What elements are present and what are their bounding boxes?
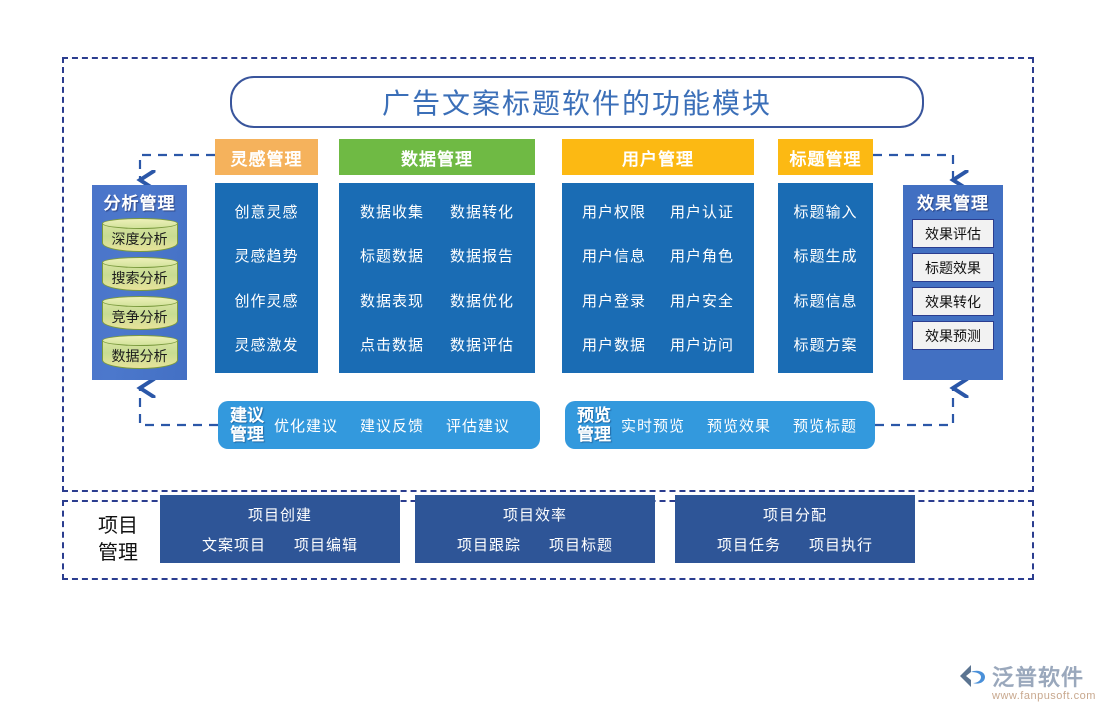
advice-item[interactable]: 建议反馈 bbox=[360, 417, 425, 435]
panel-item[interactable]: 用户数据 bbox=[581, 337, 646, 355]
analysis-item-label: 数据分析 bbox=[111, 348, 168, 364]
analysis-title: 分析管理 bbox=[103, 194, 176, 213]
cylinder-top bbox=[101, 335, 178, 346]
page-title: 广告文案标题软件的功能模块 bbox=[381, 87, 772, 120]
project-sub-item[interactable]: 项目执行 bbox=[809, 536, 874, 554]
panel-item[interactable]: 创意灵感 bbox=[234, 203, 299, 221]
project-card-subs: 文案项目 项目编辑 bbox=[188, 534, 372, 555]
panel-item[interactable]: 用户安全 bbox=[669, 292, 734, 310]
preview-item[interactable]: 预览标题 bbox=[793, 417, 858, 435]
project-sub-item[interactable]: 文案项目 bbox=[201, 536, 266, 554]
panel-item[interactable]: 数据表现 bbox=[359, 292, 424, 310]
category-header-data[interactable]: 数据管理 bbox=[339, 139, 535, 175]
cylinder-top bbox=[101, 218, 178, 229]
panel-item[interactable]: 数据报告 bbox=[449, 248, 514, 266]
cylinder-icon[interactable]: 搜索分析 bbox=[101, 257, 178, 293]
panel-item[interactable]: 数据转化 bbox=[449, 203, 514, 221]
panel-item[interactable]: 用户认证 bbox=[669, 203, 734, 221]
panel-item[interactable]: 用户访问 bbox=[669, 337, 734, 355]
preview-items: 实时预览 预览效果 预览标题 bbox=[621, 415, 879, 436]
panel-item[interactable]: 灵感激发 bbox=[234, 337, 299, 355]
cylinder-body bbox=[101, 340, 178, 369]
project-card-efficiency[interactable]: 项目效率 项目跟踪 项目标题 bbox=[415, 495, 655, 563]
panel-item[interactable]: 数据评估 bbox=[449, 337, 514, 355]
watermark-name: 泛普软件 bbox=[992, 666, 1085, 691]
panel-item[interactable]: 灵感趋势 bbox=[234, 248, 299, 266]
panel-item[interactable]: 标题数据 bbox=[359, 248, 424, 266]
effect-module: 效果管理 效果评估 标题效果 效果转化 效果预测 bbox=[903, 185, 1003, 380]
project-card-subs: 项目跟踪 项目标题 bbox=[443, 534, 627, 555]
category-header-label: 灵感管理 bbox=[230, 149, 303, 169]
advice-title: 建议 管理 bbox=[230, 406, 264, 444]
panel-item[interactable]: 创作灵感 bbox=[234, 292, 299, 310]
preview-item[interactable]: 预览效果 bbox=[707, 417, 772, 435]
project-card-head: 项目分配 bbox=[762, 506, 827, 524]
panel-inspiration: 创意灵感 灵感趋势 创作灵感 灵感激发 bbox=[215, 183, 318, 373]
cylinder-icon[interactable]: 竞争分析 bbox=[101, 296, 178, 332]
panel-item[interactable]: 数据收集 bbox=[359, 203, 424, 221]
analysis-item-label: 竞争分析 bbox=[111, 309, 168, 325]
project-card-head: 项目创建 bbox=[247, 506, 312, 524]
preview-title: 预览 管理 bbox=[577, 406, 611, 444]
watermark-url: www.fanpusoft.com bbox=[992, 690, 1096, 702]
project-card-head: 项目效率 bbox=[502, 506, 567, 524]
cylinder-top bbox=[101, 257, 178, 268]
category-header-label: 数据管理 bbox=[401, 149, 473, 169]
project-sub-item[interactable]: 项目标题 bbox=[549, 536, 614, 554]
watermark-row: 泛普软件 bbox=[958, 660, 1084, 692]
panel-item[interactable]: 标题输入 bbox=[793, 203, 858, 221]
preview-title-line1: 预览 bbox=[577, 406, 611, 425]
panel-heading: 标题输入 标题生成 标题信息 标题方案 bbox=[778, 183, 873, 373]
project-sub-item[interactable]: 项目编辑 bbox=[294, 536, 359, 554]
panel-item[interactable]: 用户信息 bbox=[581, 248, 646, 266]
advice-items: 优化建议 建议反馈 评估建议 bbox=[274, 415, 532, 436]
advice-title-line2: 管理 bbox=[230, 425, 264, 444]
effect-item[interactable]: 效果预测 bbox=[912, 321, 994, 350]
category-header-user[interactable]: 用户管理 bbox=[562, 139, 754, 175]
category-header-heading[interactable]: 标题管理 bbox=[778, 139, 873, 175]
panel-item[interactable]: 标题生成 bbox=[793, 248, 858, 266]
advice-item[interactable]: 优化建议 bbox=[274, 417, 339, 435]
category-header-inspiration[interactable]: 灵感管理 bbox=[215, 139, 318, 175]
cylinder-icon[interactable]: 数据分析 bbox=[101, 335, 178, 371]
cylinder-top bbox=[101, 296, 178, 307]
project-sub-item[interactable]: 项目跟踪 bbox=[456, 536, 521, 554]
preview-title-line2: 管理 bbox=[577, 425, 611, 444]
panel-item[interactable]: 用户权限 bbox=[581, 203, 646, 221]
watermark: 泛普软件 www.fanpusoft.com bbox=[958, 660, 1096, 702]
panel-item[interactable]: 用户角色 bbox=[669, 248, 734, 266]
project-label: 项目 管理 bbox=[78, 505, 158, 575]
effect-item[interactable]: 标题效果 bbox=[912, 253, 994, 282]
effect-item[interactable]: 效果评估 bbox=[912, 219, 994, 248]
effect-title: 效果管理 bbox=[917, 194, 989, 213]
cylinder-icon[interactable]: 深度分析 bbox=[101, 218, 178, 254]
project-card-allocation[interactable]: 项目分配 项目任务 项目执行 bbox=[675, 495, 915, 563]
fanpu-logo-icon bbox=[960, 665, 985, 687]
effect-item[interactable]: 效果转化 bbox=[912, 287, 994, 316]
panel-item[interactable]: 点击数据 bbox=[359, 337, 424, 355]
project-card-subs: 项目任务 项目执行 bbox=[703, 534, 887, 555]
diagram-title-box: 广告文案标题软件的功能模块 bbox=[230, 76, 924, 128]
project-sub-item[interactable]: 项目任务 bbox=[716, 536, 781, 554]
analysis-item-label: 搜索分析 bbox=[111, 270, 168, 286]
project-card-create[interactable]: 项目创建 文案项目 项目编辑 bbox=[160, 495, 400, 563]
project-label-line1: 项目 bbox=[98, 515, 138, 537]
panel-item[interactable]: 数据优化 bbox=[449, 292, 514, 310]
category-header-label: 用户管理 bbox=[622, 149, 694, 169]
panel-item[interactable]: 标题信息 bbox=[793, 292, 858, 310]
preview-module: 预览 管理 实时预览 预览效果 预览标题 bbox=[565, 401, 875, 449]
panel-item[interactable]: 用户登录 bbox=[581, 292, 646, 310]
preview-item[interactable]: 实时预览 bbox=[621, 417, 686, 435]
project-label-line2: 管理 bbox=[98, 542, 138, 564]
analysis-module: 分析管理 深度分析 搜索分析 竞争分析 数据分析 bbox=[92, 185, 187, 380]
advice-module: 建议 管理 优化建议 建议反馈 评估建议 bbox=[218, 401, 540, 449]
analysis-item-label: 深度分析 bbox=[111, 231, 168, 247]
advice-item[interactable]: 评估建议 bbox=[446, 417, 511, 435]
panel-data: 数据收集 数据转化 标题数据 数据报告 数据表现 数据优化 点击数据 数据评估 bbox=[339, 183, 535, 373]
panel-item[interactable]: 标题方案 bbox=[793, 337, 858, 355]
advice-title-line1: 建议 bbox=[230, 406, 264, 425]
category-header-label: 标题管理 bbox=[789, 149, 862, 169]
panel-user: 用户权限 用户认证 用户信息 用户角色 用户登录 用户安全 用户数据 用户访问 bbox=[562, 183, 754, 373]
main-module-frame bbox=[62, 57, 1034, 492]
